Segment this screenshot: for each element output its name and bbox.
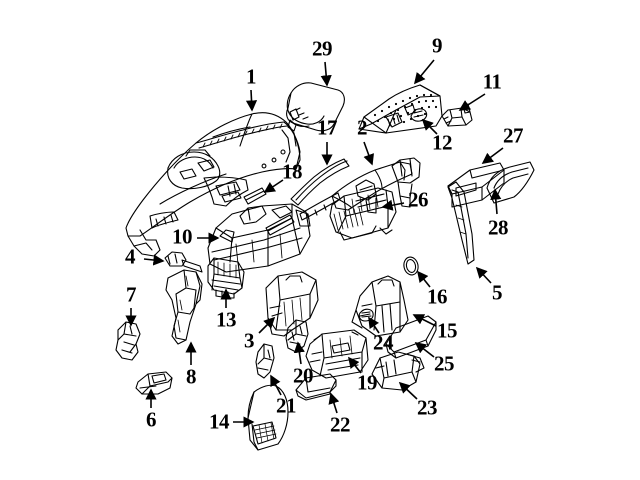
part-23-vent-duct: [371, 351, 425, 391]
leader-arrow-20: [293, 341, 305, 365]
callout-number-23: 23: [417, 395, 438, 420]
leader-arrow-9: [413, 59, 435, 85]
callout-number-1: 1: [246, 64, 257, 89]
callout-number-26: 26: [408, 187, 429, 212]
part-1-instrument-panel: [125, 112, 301, 257]
callout-number-4: 4: [125, 244, 136, 269]
callout-number-14: 14: [209, 409, 230, 434]
callout-number-24: 24: [373, 330, 394, 355]
leader-arrow-26: [381, 199, 405, 211]
part-29-airbag-canister: [286, 82, 345, 132]
leader-arrow-25: [414, 342, 435, 358]
leader-arrow-3: [258, 316, 276, 334]
callout-number-21: 21: [276, 393, 297, 418]
callout-number-2: 2: [357, 115, 368, 140]
leader-arrow-5: [475, 266, 492, 284]
leader-arrow-16: [417, 270, 431, 288]
leader-arrow-12: [421, 118, 438, 135]
callout-number-28: 28: [488, 215, 509, 240]
part-5-support-brace-right: [447, 181, 475, 265]
callout-number-13: 13: [216, 307, 237, 332]
leader-arrow-15: [412, 314, 437, 327]
leader-arrow-28: [490, 188, 502, 215]
callout-number-10: 10: [172, 224, 193, 249]
part-19-fuse-box-module: [305, 329, 369, 379]
callout-number-11: 11: [482, 69, 502, 94]
leader-arrow-23: [398, 381, 418, 400]
part-21-angled-bracket: [255, 343, 275, 379]
leader-arrow-21: [270, 374, 282, 396]
callout-number-6: 6: [146, 407, 157, 432]
callout-number-8: 8: [186, 364, 197, 389]
leader-arrow-1: [245, 89, 258, 112]
part-18-short-trim-strip: [243, 187, 267, 205]
part-4-fastener: [164, 251, 203, 273]
callout-number-29: 29: [312, 36, 333, 61]
callout-number-25: 25: [434, 351, 455, 376]
callout-number-3: 3: [244, 328, 255, 353]
callout-number-27: 27: [503, 123, 524, 148]
callout-number-18: 18: [282, 159, 303, 184]
callout-number-15: 15: [437, 318, 458, 343]
part-27-trim-insert: [447, 162, 505, 208]
leader-arrow-19: [348, 356, 362, 374]
callout-number-9: 9: [432, 33, 443, 58]
leader-arrow-2: [363, 141, 374, 166]
part-12-retainer-clip: [410, 108, 428, 122]
leader-arrow-24: [368, 316, 380, 334]
part-9-speaker-grille: [358, 84, 443, 134]
part-25-flat-cover: [385, 315, 437, 359]
callout-number-7: 7: [126, 282, 137, 307]
part-17-upper-trim-strip: [290, 158, 350, 206]
part-14-kick-panel: [247, 384, 289, 451]
callout-number-5: 5: [492, 280, 503, 305]
callout-number-22: 22: [330, 412, 351, 437]
part-10-centre-duct-assembly: [207, 203, 311, 273]
leader-arrow-18: [263, 179, 284, 193]
part-6-latch: [135, 371, 173, 395]
leader-arrow-4: [143, 254, 165, 266]
leader-arrow-22: [328, 392, 340, 414]
part-2-cross-car-beam: [265, 157, 421, 236]
part-26-hvac-unit: [329, 187, 397, 241]
leader-arrow-27: [481, 147, 504, 164]
part-16-grommet: [403, 256, 419, 276]
callout-number-19: 19: [357, 370, 378, 395]
part-8-side-trim-panel: [165, 269, 203, 345]
leader-arrow-29: [320, 61, 332, 87]
callout-number-20: 20: [293, 363, 314, 388]
callout-number-17: 17: [317, 115, 338, 140]
callout-number-16: 16: [427, 284, 448, 309]
callout-number-12: 12: [432, 130, 453, 155]
leader-arrow-11: [458, 93, 486, 111]
